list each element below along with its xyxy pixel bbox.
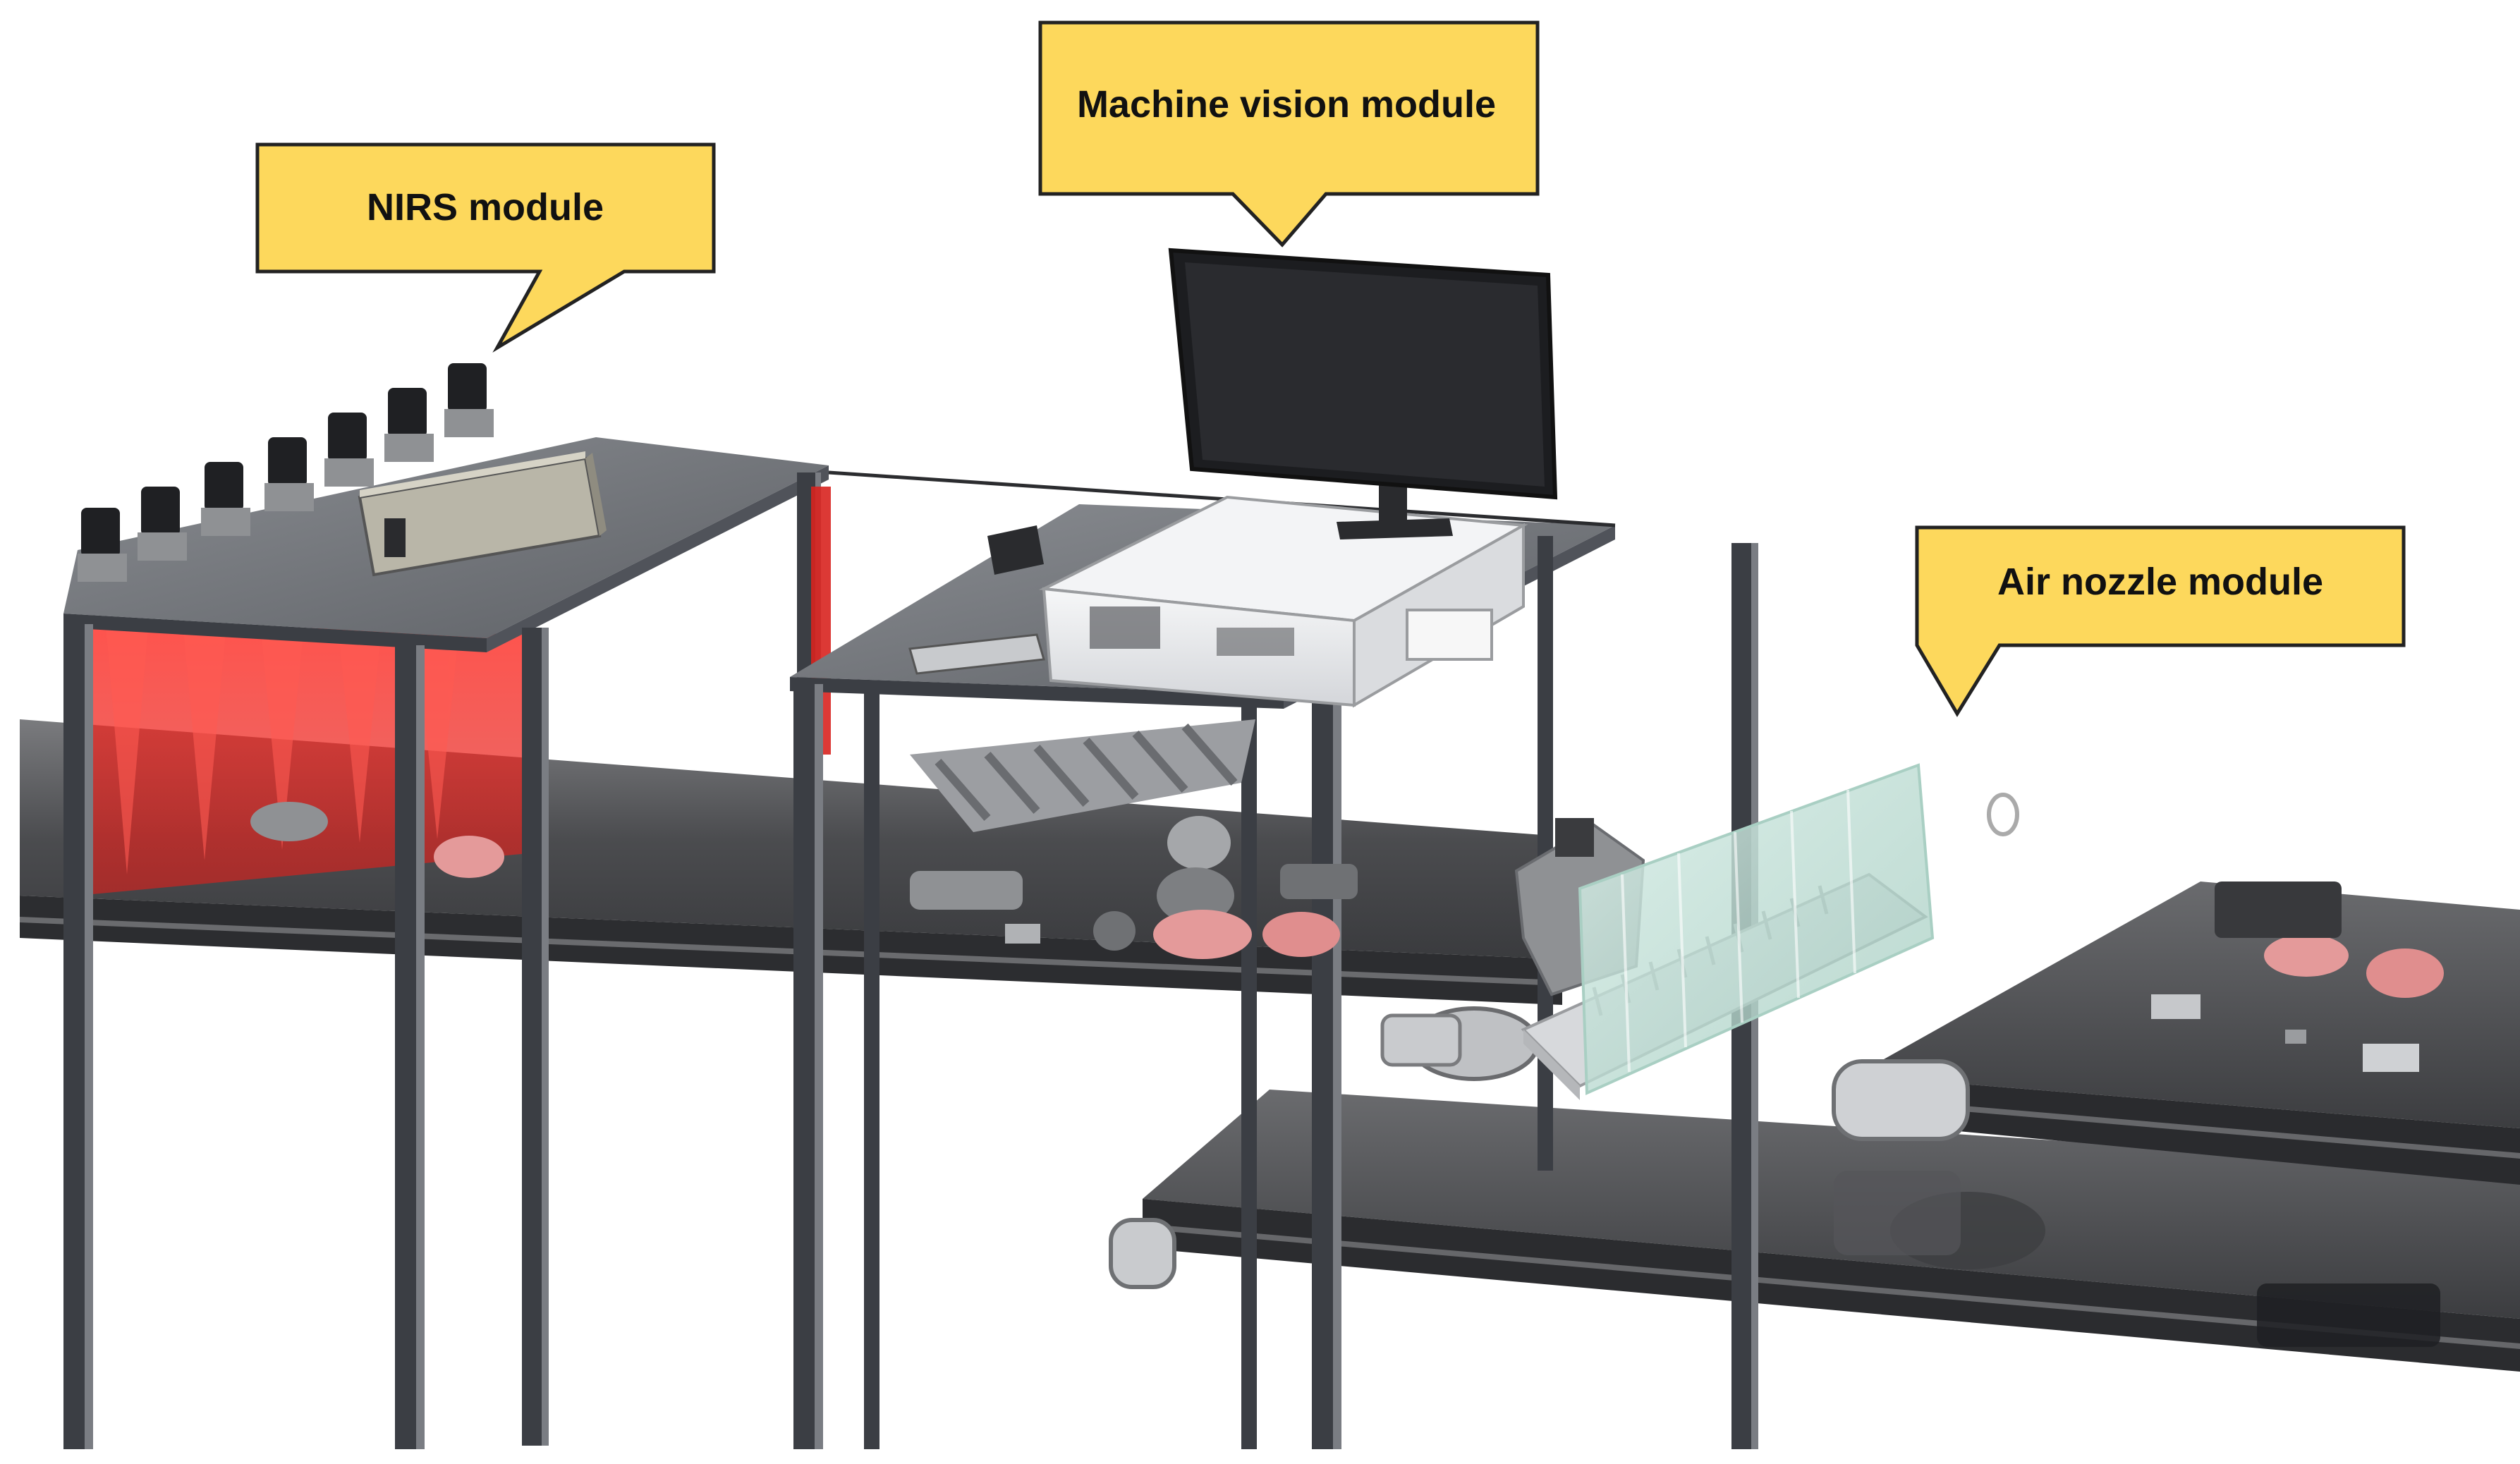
callout-air-nozzle: Air nozzle module — [1915, 525, 2406, 717]
nirs-station — [63, 363, 831, 1449]
callout-nirs: NIRS module — [255, 142, 716, 353]
right-conveyor — [1832, 882, 2520, 1185]
lower-conveyor — [1109, 1090, 2520, 1372]
callout-air-bubble — [1915, 525, 2406, 717]
callout-vision-bubble — [1038, 20, 1540, 248]
callout-air-label: Air nozzle module — [1997, 561, 2323, 603]
callout-nirs-bubble — [255, 142, 716, 353]
callout-nirs-label: NIRS module — [367, 186, 604, 228]
callout-vision-label: Machine vision module — [1077, 83, 1496, 126]
callout-machine-vision: Machine vision module — [1038, 20, 1540, 248]
air-nozzle-station — [1514, 763, 2019, 1100]
vision-station — [790, 248, 1758, 1449]
